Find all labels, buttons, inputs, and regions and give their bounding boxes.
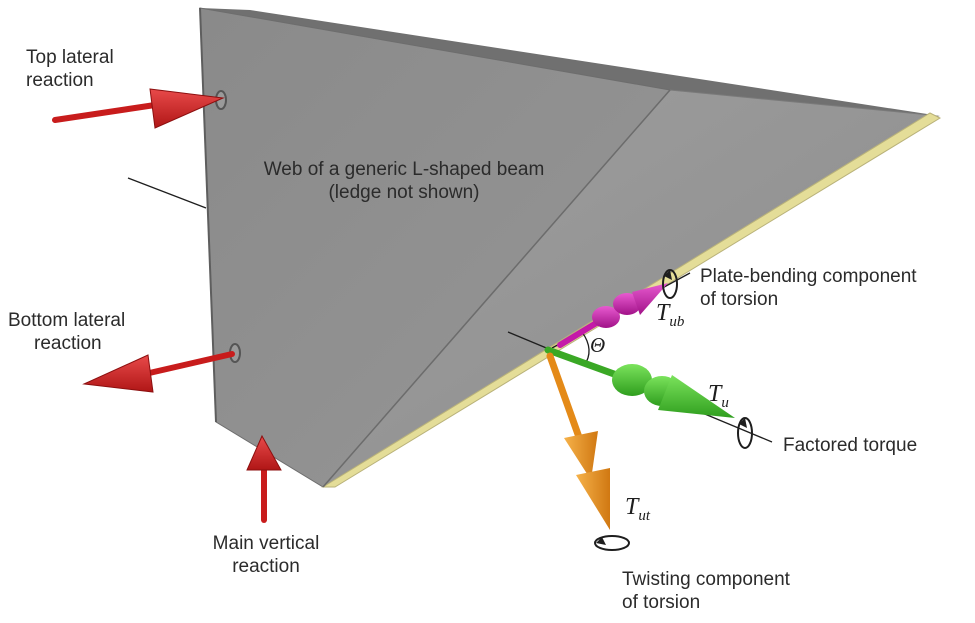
main-vertical-reaction-arrow [246, 434, 282, 523]
label-bottom-lateral-reaction: Bottom lateral reaction [8, 310, 126, 354]
label-main-vertical-reaction: Main vertical reaction [212, 533, 320, 577]
symbol-t-ub: Tub [656, 300, 685, 330]
rotation-circle-icon [737, 417, 753, 449]
label-factored-torque: Factored torque [783, 435, 918, 456]
bottom-lateral-reaction-arrow [82, 351, 235, 393]
symbol-t-u: Tu [708, 381, 729, 411]
symbol-theta: Θ [590, 333, 606, 357]
rotation-circle-icon [662, 269, 678, 299]
label-plate-bending-component: Plate-bending component of torsion [700, 266, 917, 310]
label-top-lateral-reaction: Top lateral reaction [26, 47, 114, 91]
beam-edge-line [322, 89, 671, 488]
beam-top-surface [200, 8, 940, 118]
plate-bending-arrow [557, 283, 668, 348]
factored-torque-arrow [544, 346, 735, 418]
top-lateral-reaction-arrow [52, 88, 225, 129]
label-twisting-component: Twisting component of torsion [622, 569, 790, 613]
label-web-of-beam: Web of a generic L-shaped beam (ledge no… [263, 159, 545, 203]
rotation-circle-icon [594, 535, 630, 551]
leader-line-web [127, 177, 207, 209]
twisting-component-arrow [546, 352, 610, 530]
beam-vertical-edge [199, 7, 217, 423]
symbol-t-ut: Tut [625, 494, 651, 524]
